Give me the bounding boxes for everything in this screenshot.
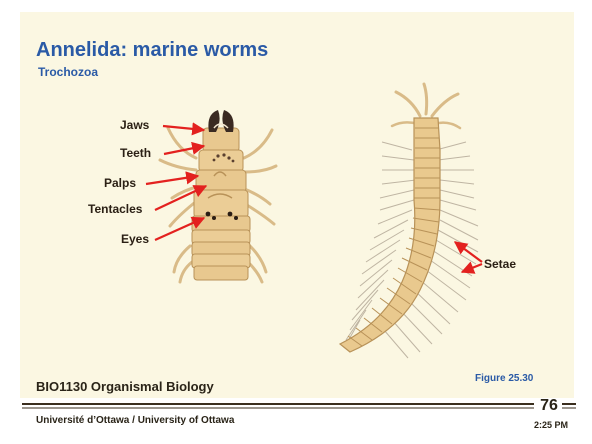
teeth-arrow bbox=[164, 146, 204, 154]
whole-worm-illustration bbox=[340, 84, 478, 358]
page-number: 76 bbox=[538, 397, 560, 415]
setae-arrow-lower bbox=[462, 264, 482, 272]
course-name: BIO1130 Organismal Biology bbox=[36, 379, 214, 394]
label-tentacles: Tentacles bbox=[88, 202, 142, 216]
label-jaws: Jaws bbox=[120, 118, 149, 132]
slide-time: 2:25 PM bbox=[534, 420, 568, 430]
palps-arrow bbox=[146, 176, 198, 184]
slide-subtitle: Trochozoa bbox=[38, 65, 98, 79]
label-teeth: Teeth bbox=[120, 146, 151, 160]
label-setae: Setae bbox=[484, 257, 516, 271]
label-eyes: Eyes bbox=[121, 232, 149, 246]
label-palps: Palps bbox=[104, 176, 136, 190]
worm-head-illustration bbox=[160, 110, 276, 282]
figure-reference: Figure 25.30 bbox=[475, 373, 533, 384]
slide-title: Annelida: marine worms bbox=[36, 39, 268, 62]
footer-institution: Université d’Ottawa / University of Otta… bbox=[36, 415, 234, 426]
footer-divider-lines bbox=[22, 404, 576, 408]
